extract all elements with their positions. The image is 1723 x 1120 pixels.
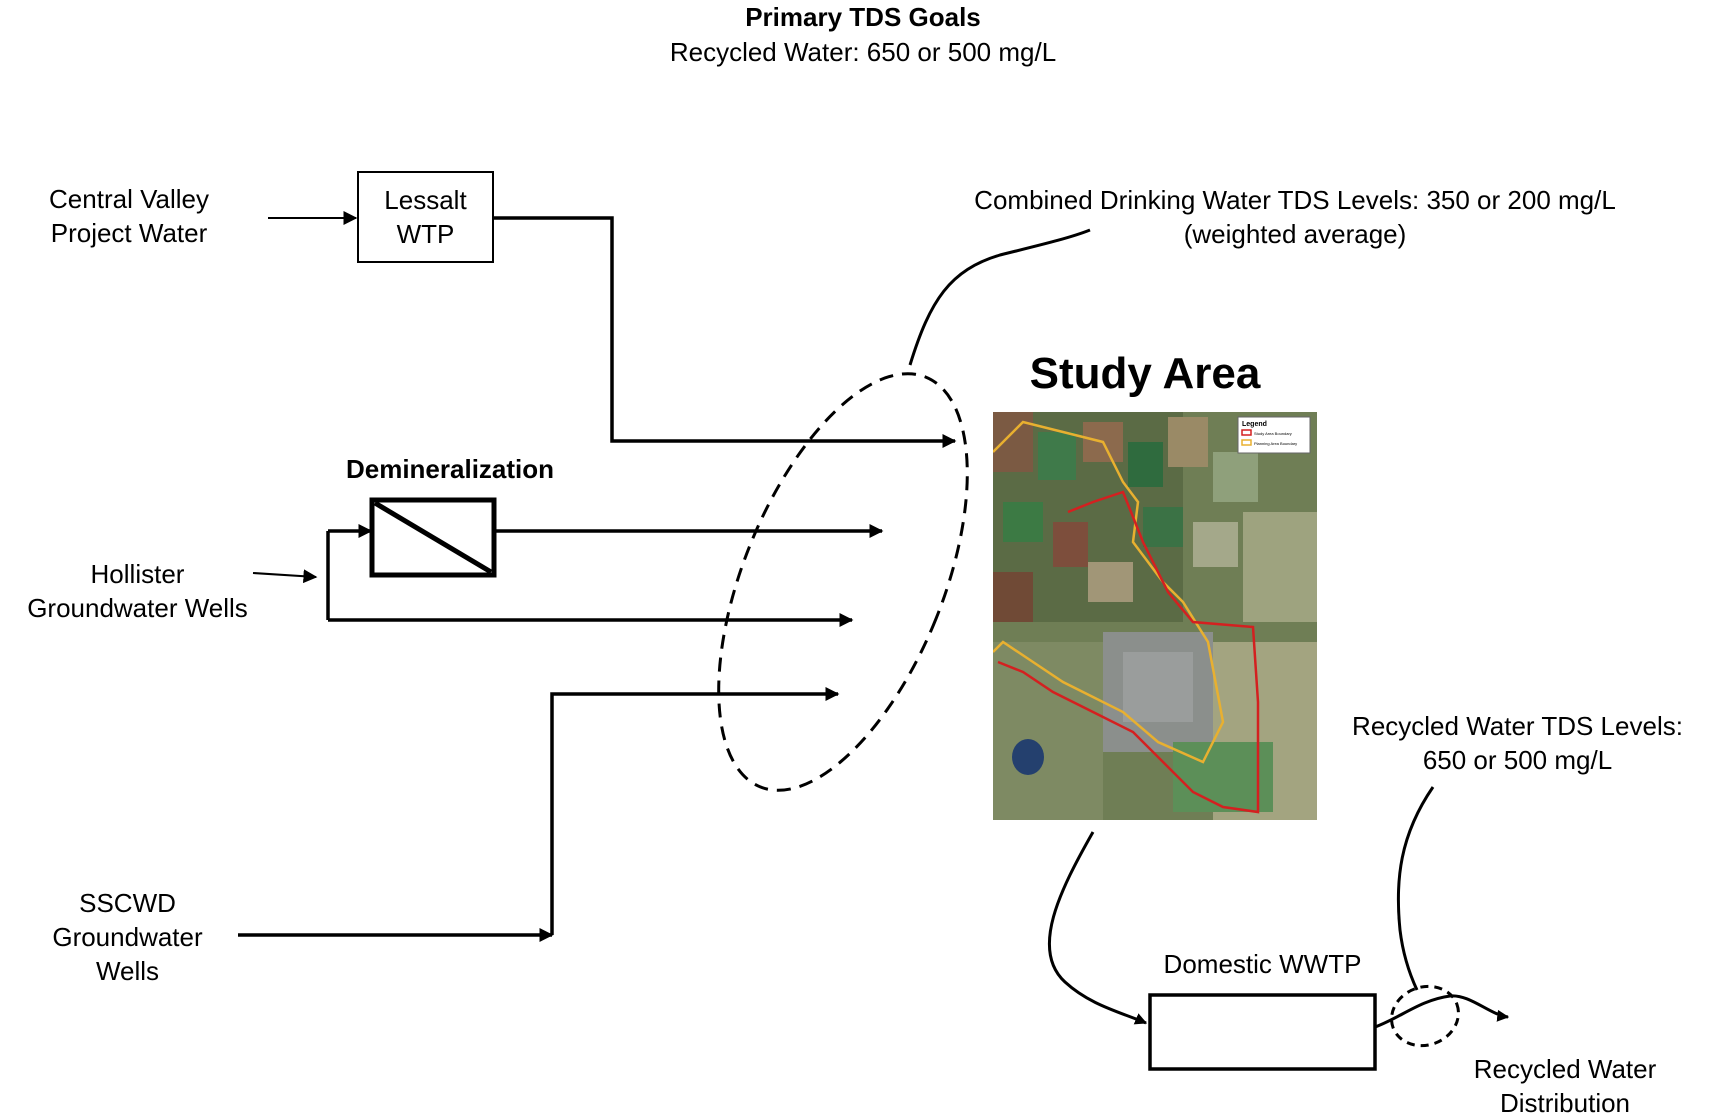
domestic-wwtp-box xyxy=(1148,993,1377,1071)
sscwd-source-label: SSCWD Groundwater Wells xyxy=(20,886,235,988)
cvp-line-1: Central Valley xyxy=(49,184,209,214)
map-legend-item-study: Study Area Boundary xyxy=(1254,431,1292,436)
study-to-wwtp-curve xyxy=(1047,831,1148,1025)
recycled-tds-annotation: Recycled Water TDS Levels: 650 or 500 mg… xyxy=(1325,709,1710,777)
blend-ellipse xyxy=(717,372,969,792)
sscwd-riser xyxy=(550,687,840,935)
wwtp-output-curve xyxy=(1374,994,1510,1029)
study-area-title: Study Area xyxy=(1029,349,1261,398)
lessalt-output-line xyxy=(493,216,957,448)
recycled-line-1: Recycled Water TDS Levels: xyxy=(1352,711,1683,741)
membrane-diagonal xyxy=(373,500,493,575)
drinking-tds-annotation: Combined Drinking Water TDS Levels: 350 … xyxy=(930,183,1660,251)
drinking-callout-curve xyxy=(908,228,1091,366)
lessalt-line-2: WTP xyxy=(396,219,455,249)
wwtp-label: Domestic WWTP xyxy=(1163,949,1362,979)
diagram-title: Primary TDS Goals xyxy=(745,2,981,32)
hollister-line-2: Groundwater Wells xyxy=(27,593,248,623)
map-legend-title: Legend xyxy=(1242,421,1267,428)
distribution-line-2: Distribution xyxy=(1499,1088,1631,1118)
planning-area-boundary xyxy=(993,420,1225,764)
drinking-line-2: (weighted average) xyxy=(1183,219,1407,249)
lessalt-line-1: Lessalt xyxy=(384,185,467,215)
cvp-line-2: Project Water xyxy=(50,218,208,248)
map-legend-item-planning: Planning Area Boundary xyxy=(1254,441,1297,446)
distribution-line-1: Recycled Water xyxy=(1473,1054,1657,1084)
demineralization-label: Demineralization xyxy=(345,454,555,484)
recycled-callout-curve xyxy=(1396,786,1435,991)
satellite-map-image: Legend Study Area Boundary Planning Area… xyxy=(993,412,1317,820)
distribution-label: Recycled Water Distribution xyxy=(1430,1052,1700,1120)
drinking-line-1: Combined Drinking Water TDS Levels: 350 … xyxy=(974,185,1616,215)
recycled-line-2: 650 or 500 mg/L xyxy=(1422,745,1613,775)
sscwd-line-1: SSCWD xyxy=(79,888,176,918)
recycled-sample-ellipse xyxy=(1390,984,1460,1048)
sscwd-line-3: Wells xyxy=(95,956,160,986)
sscwd-line-2: Groundwater xyxy=(52,922,203,952)
hollister-line-1: Hollister xyxy=(90,559,185,589)
hollister-source-label: Hollister Groundwater Wells xyxy=(0,557,275,625)
cvp-source-label: Central Valley Project Water xyxy=(0,182,258,250)
study-area-boundary xyxy=(997,490,1260,814)
hollister-arrow xyxy=(252,569,318,584)
diagram-subtitle: Recycled Water: 650 or 500 mg/L xyxy=(669,37,1057,67)
lessalt-wtp-label: Lessalt WTP xyxy=(358,183,493,251)
study-area-map: Legend Study Area Boundary Planning Area… xyxy=(993,412,1317,820)
